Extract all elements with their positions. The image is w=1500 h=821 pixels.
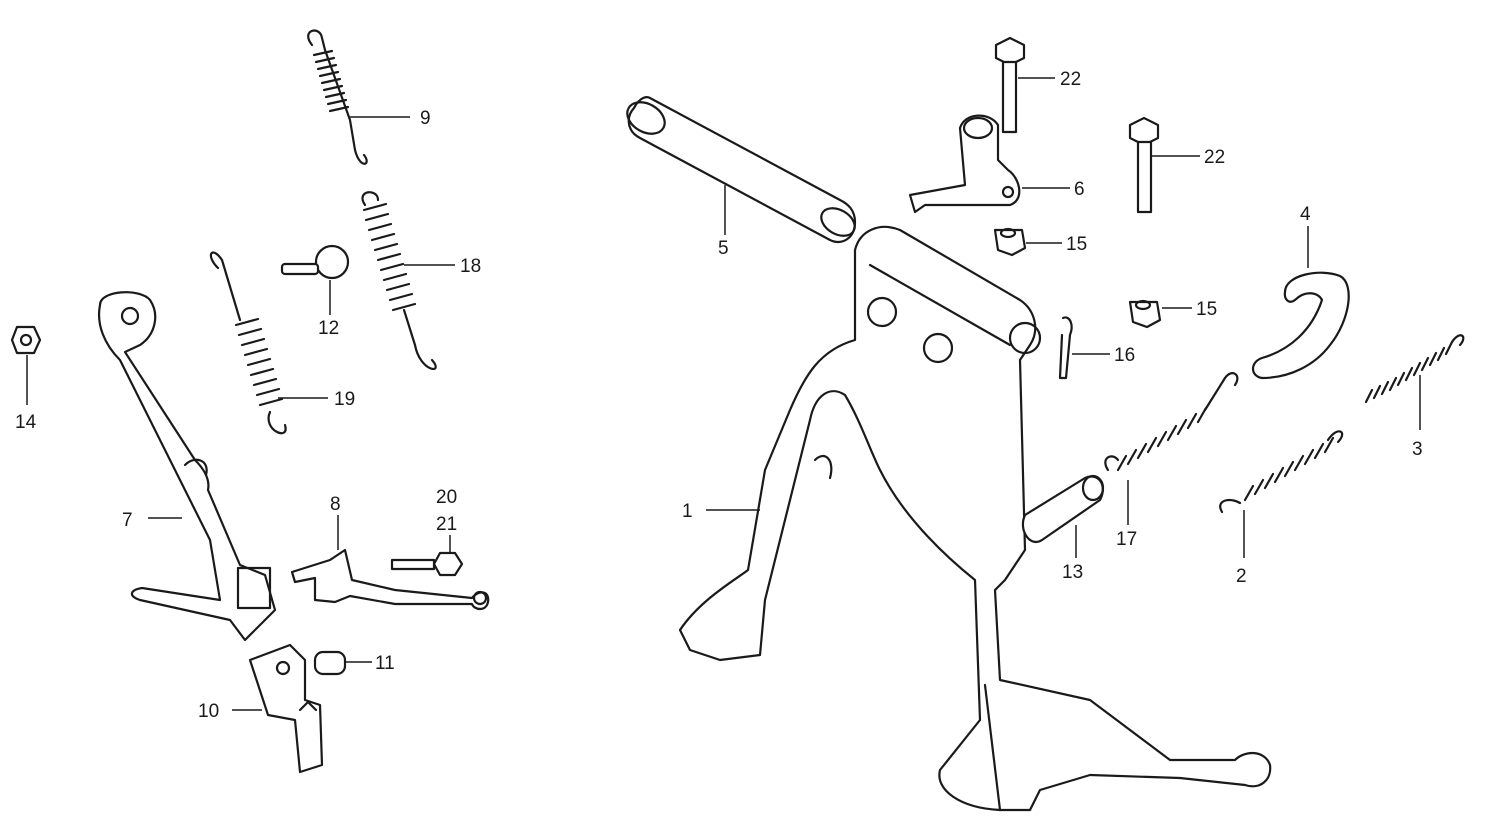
part-3-spring [1364, 334, 1465, 404]
callout-13: 13 [1062, 562, 1083, 583]
part-18-spring [361, 191, 437, 370]
callout-6: 6 [1074, 179, 1085, 200]
callout-17: 17 [1116, 529, 1137, 550]
callout-21: 21 [436, 514, 457, 535]
part-9-spring [307, 29, 368, 165]
part-2-spring [1219, 430, 1344, 514]
callout-20: 20 [436, 487, 457, 508]
part-15-nut-lower [1128, 299, 1162, 329]
callout-12: 12 [318, 318, 339, 339]
callout-11: 11 [375, 653, 395, 674]
part-7-side-stand [97, 291, 277, 642]
part-4-clip [1251, 271, 1350, 380]
part-22-bolt-upper [994, 36, 1026, 134]
part-20-21-bolt [390, 551, 464, 577]
part-22-bolt-right [1128, 116, 1160, 214]
part-11-rubber [313, 650, 347, 676]
part-15-nut-upper [993, 227, 1027, 257]
part-1-main-stand [678, 225, 1272, 812]
callout-4: 4 [1300, 204, 1311, 225]
callout-9: 9 [420, 108, 431, 129]
part-16-cotter-pin [1058, 316, 1073, 380]
part-6-bracket [908, 114, 1021, 214]
callout-22-upper: 22 [1060, 69, 1081, 90]
callout-5: 5 [718, 238, 729, 259]
part-19-spring [209, 251, 287, 435]
part-5-shaft [626, 96, 857, 244]
part-14-nut [10, 325, 42, 355]
callout-19: 19 [334, 389, 355, 410]
callout-14: 14 [15, 412, 37, 433]
part-10-foot [248, 643, 324, 774]
callout-22-right: 22 [1204, 147, 1225, 168]
part-12-pin [280, 244, 350, 280]
callout-7: 7 [122, 510, 133, 531]
callout-3: 3 [1412, 439, 1423, 460]
callout-15-upper: 15 [1066, 234, 1087, 255]
part-17-spring [1104, 372, 1239, 472]
callout-8: 8 [330, 494, 341, 515]
callout-15-lower: 15 [1196, 299, 1217, 320]
callout-1: 1 [682, 501, 693, 522]
part-8-bracket [290, 548, 490, 611]
part-13-collar [1021, 474, 1105, 543]
callout-10: 10 [198, 701, 219, 722]
callout-18: 18 [460, 256, 481, 277]
callout-2: 2 [1236, 566, 1247, 587]
callout-16: 16 [1114, 345, 1135, 366]
